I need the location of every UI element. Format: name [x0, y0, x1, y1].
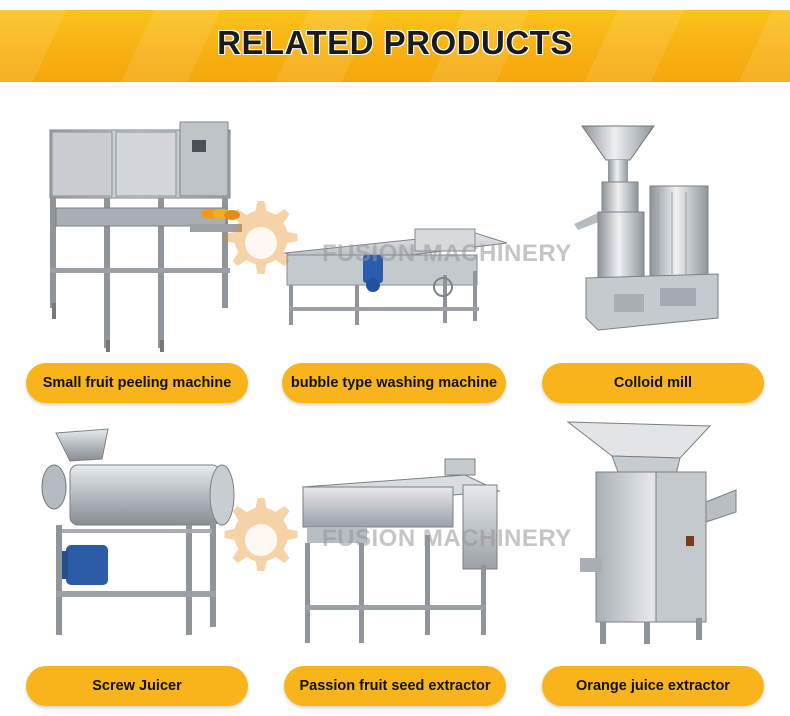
product-label-washing-machine[interactable]: bubble type washing machine	[282, 363, 506, 403]
watermark-gear-icon	[224, 201, 298, 274]
product-label-colloid-mill[interactable]: Colloid mill	[542, 363, 764, 403]
product-card-colloid-mill[interactable]	[568, 118, 723, 333]
washing-machine-image	[283, 228, 508, 325]
product-label-peeling-machine[interactable]: Small fruit peeling machine	[26, 363, 248, 403]
screw-juicer-image	[41, 428, 235, 635]
header-banner: RELATED PRODUCTS	[0, 10, 790, 82]
seed-extractor-image	[301, 458, 501, 643]
colloid-mill-image	[574, 125, 719, 331]
product-label-juice-extractor[interactable]: Orange juice extractor	[542, 666, 764, 706]
product-label-screw-juicer[interactable]: Screw Juicer	[26, 666, 248, 706]
product-label-seed-extractor[interactable]: Passion fruit seed extractor	[284, 666, 506, 706]
product-card-seed-extractor[interactable]	[285, 455, 505, 650]
product-card-juice-extractor[interactable]	[560, 418, 740, 648]
watermark-text: FUSION MACHINERY	[322, 525, 572, 552]
watermark-text: FUSION MACHINERY	[322, 240, 572, 267]
page-title: RELATED PRODUCTS	[217, 24, 573, 61]
product-card-washing-machine[interactable]	[275, 215, 510, 330]
product-card-peeling-machine[interactable]	[40, 118, 250, 358]
product-card-screw-juicer[interactable]	[36, 425, 246, 645]
juice-extractor-image	[566, 421, 737, 644]
peeling-machine-image	[49, 121, 242, 352]
watermark-gear-icon	[224, 498, 298, 571]
